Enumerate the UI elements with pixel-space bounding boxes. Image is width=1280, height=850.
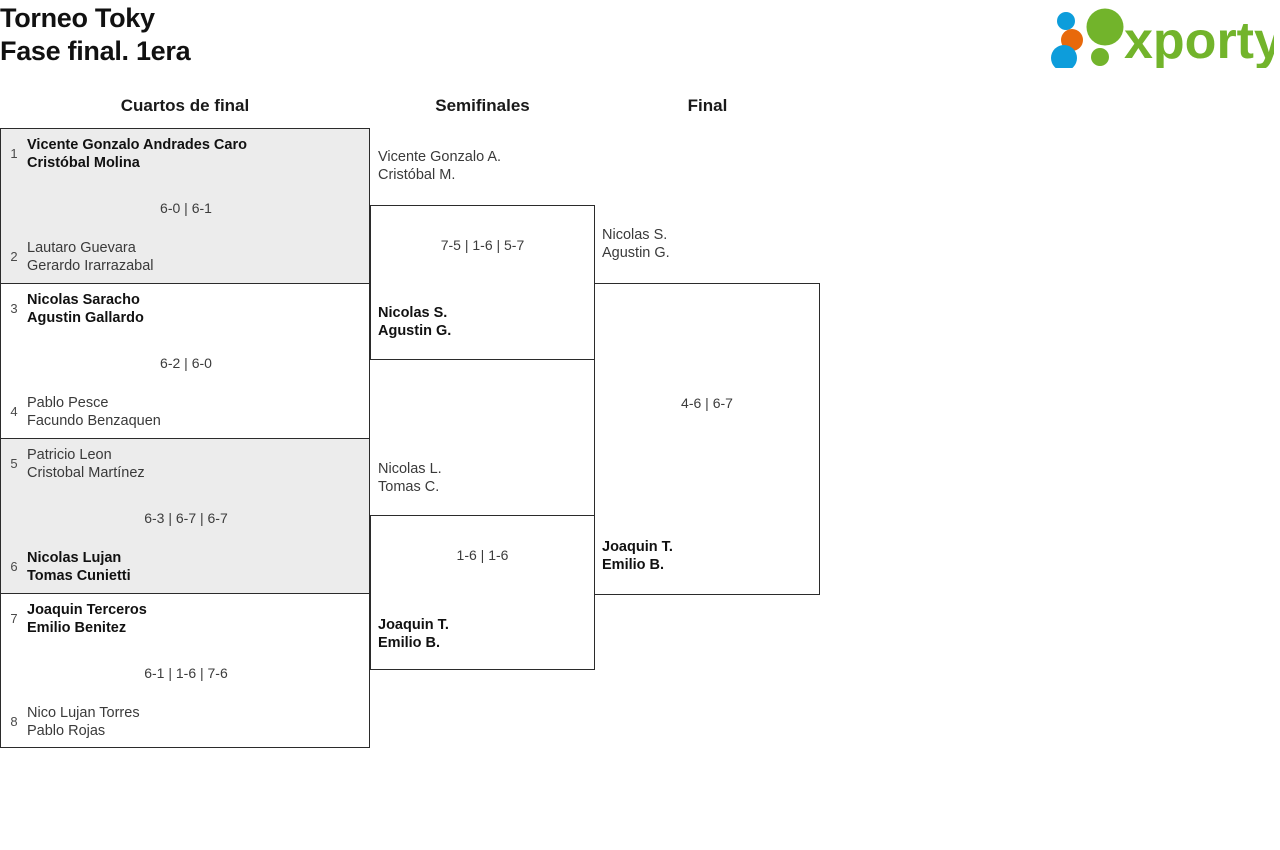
player-name: Joaquin Terceros <box>27 602 147 618</box>
player-name: Facundo Benzaquen <box>27 413 161 429</box>
match-team-bottom[interactable]: 4 Pablo Pesce Facundo Benzaquen <box>1 394 361 430</box>
match-score: 4-6 | 6-7 <box>681 395 733 411</box>
match-score: 7-5 | 1-6 | 5-7 <box>440 237 525 253</box>
xporty-logo[interactable]: xporty <box>1048 6 1274 68</box>
player-name: Nicolas S. <box>378 305 448 321</box>
player-name: Emilio B. <box>378 635 441 651</box>
column-header-semifinals: Semifinales <box>435 96 530 115</box>
semifinal-1-team-bottom[interactable]: Nicolas S. Agustin G. <box>378 304 593 340</box>
team-names: Vicente Gonzalo Andrades Caro Cristóbal … <box>27 136 247 172</box>
player-name: Cristóbal M. <box>378 167 456 183</box>
semifinal-2-team-bottom[interactable]: Joaquin T. Emilio B. <box>378 616 593 652</box>
team-names: Lautaro Guevara Gerardo Irarrazabal <box>27 239 154 275</box>
seed-number: 3 <box>10 301 18 316</box>
match-team-top[interactable]: 1 Vicente Gonzalo Andrades Caro Cristóba… <box>1 136 361 172</box>
team-names: Nicolas Saracho Agustin Gallardo <box>27 291 144 327</box>
final-match-connector[interactable]: 4-6 | 6-7 <box>594 283 820 595</box>
player-name: Tomas Cunietti <box>27 568 131 584</box>
match-team-top[interactable]: 7 Joaquin Terceros Emilio Benitez <box>1 601 361 637</box>
match-team-top[interactable]: 5 Patricio Leon Cristobal Martínez <box>1 446 361 482</box>
seed-number: 4 <box>10 404 18 419</box>
seed-number: 6 <box>10 559 18 574</box>
tournament-phase: Fase final. 1era <box>0 36 191 66</box>
player-name: Joaquin T. <box>602 539 673 555</box>
semifinal-1-team-top[interactable]: Vicente Gonzalo A. Cristóbal M. <box>378 148 593 184</box>
semifinal-match-1-connector[interactable]: 7-5 | 1-6 | 5-7 <box>370 205 595 360</box>
team-names: Patricio Leon Cristobal Martínez <box>27 446 145 482</box>
player-name: Vicente Gonzalo A. <box>378 149 502 165</box>
player-name: Nicolas Lujan <box>27 550 122 566</box>
team-names: Nico Lujan Torres Pablo Rojas <box>27 704 140 740</box>
player-name: Nicolas L. <box>378 461 442 477</box>
team-names: Joaquin T. Emilio B. <box>602 538 817 574</box>
match-team-top[interactable]: 3 Nicolas Saracho Agustin Gallardo <box>1 291 361 327</box>
column-header-quarterfinals: Cuartos de final <box>120 96 250 115</box>
team-names: Nicolas S. Agustin G. <box>602 226 817 262</box>
player-name: Nicolas S. <box>602 227 668 243</box>
tournament-name: Torneo Toky <box>0 3 155 33</box>
page-title: Torneo Toky Fase final. 1era <box>0 2 191 68</box>
match-score: 6-3 | 6-7 | 6-7 <box>144 510 228 526</box>
final-team-top[interactable]: Nicolas S. Agustin G. <box>602 226 817 262</box>
column-header-final: Final <box>687 96 728 115</box>
match-score: 1-6 | 1-6 <box>456 547 509 563</box>
team-names: Joaquin T. Emilio B. <box>378 616 593 652</box>
match-score: 6-2 | 6-0 <box>160 355 212 371</box>
player-name: Emilio B. <box>602 557 665 573</box>
seed-number: 5 <box>10 456 18 471</box>
player-name: Patricio Leon <box>27 447 112 463</box>
player-name: Agustin G. <box>602 245 670 261</box>
match-team-bottom[interactable]: 2 Lautaro Guevara Gerardo Irarrazabal <box>1 239 361 275</box>
page-header: Torneo Toky Fase final. 1era xporty <box>0 0 1280 90</box>
team-names: Pablo Pesce Facundo Benzaquen <box>27 394 161 430</box>
final-team-bottom[interactable]: Joaquin T. Emilio B. <box>602 538 817 574</box>
quarterfinal-match-4[interactable]: 7 Joaquin Terceros Emilio Benitez 6-1 | … <box>0 593 370 748</box>
quarterfinal-match-2[interactable]: 3 Nicolas Saracho Agustin Gallardo 6-2 |… <box>0 283 370 438</box>
player-name: Nicolas Saracho <box>27 292 140 308</box>
quarterfinal-match-1[interactable]: 1 Vicente Gonzalo Andrades Caro Cristóba… <box>0 128 370 283</box>
player-name: Emilio Benitez <box>27 620 127 636</box>
player-name: Joaquin T. <box>378 617 449 633</box>
svg-text:xporty: xporty <box>1124 12 1274 68</box>
team-names: Nicolas S. Agustin G. <box>378 304 593 340</box>
seed-number: 2 <box>10 249 18 264</box>
team-names: Joaquin Terceros Emilio Benitez <box>27 601 147 637</box>
bracket: 1 Vicente Gonzalo Andrades Caro Cristóba… <box>0 128 1280 768</box>
player-name: Cristobal Martínez <box>27 465 145 481</box>
team-names: Nicolas Lujan Tomas Cunietti <box>27 549 131 585</box>
player-name: Pablo Rojas <box>27 723 106 739</box>
team-names: Vicente Gonzalo A. Cristóbal M. <box>378 148 593 184</box>
seed-number: 8 <box>10 714 18 729</box>
match-team-bottom[interactable]: 8 Nico Lujan Torres Pablo Rojas <box>1 704 361 740</box>
player-name: Vicente Gonzalo Andrades Caro <box>27 137 247 153</box>
semifinal-2-team-top[interactable]: Nicolas L. Tomas C. <box>378 460 593 496</box>
seed-number: 7 <box>10 611 18 626</box>
player-name: Nico Lujan Torres <box>27 705 140 721</box>
player-name: Agustin G. <box>378 323 452 339</box>
match-score: 6-1 | 1-6 | 7-6 <box>144 665 228 681</box>
player-name: Agustin Gallardo <box>27 310 144 326</box>
match-score: 6-0 | 6-1 <box>160 200 212 216</box>
player-name: Cristóbal Molina <box>27 155 140 171</box>
player-name: Pablo Pesce <box>27 395 109 411</box>
quarterfinal-match-3[interactable]: 5 Patricio Leon Cristobal Martínez 6-3 |… <box>0 438 370 593</box>
player-name: Tomas C. <box>378 479 440 495</box>
team-names: Nicolas L. Tomas C. <box>378 460 593 496</box>
player-name: Lautaro Guevara <box>27 240 136 256</box>
match-team-bottom[interactable]: 6 Nicolas Lujan Tomas Cunietti <box>1 549 361 585</box>
seed-number: 1 <box>10 146 18 161</box>
player-name: Gerardo Irarrazabal <box>27 258 154 274</box>
